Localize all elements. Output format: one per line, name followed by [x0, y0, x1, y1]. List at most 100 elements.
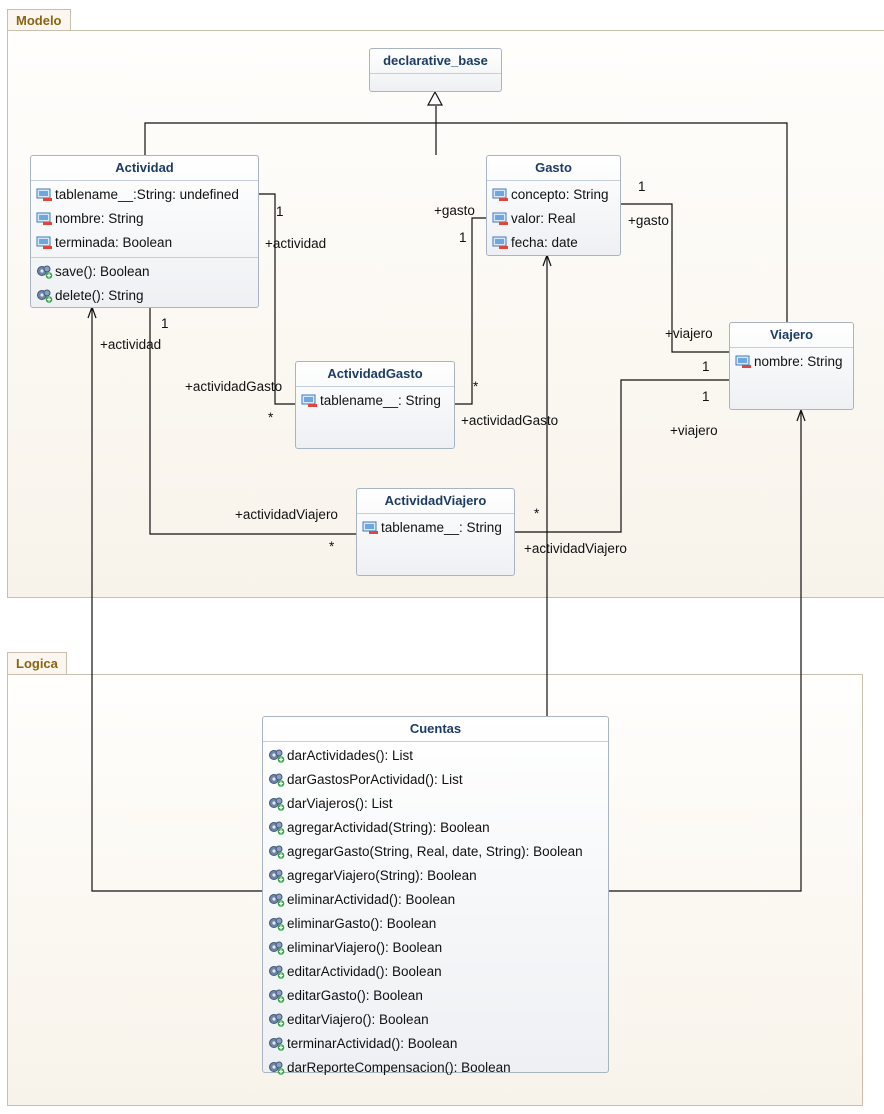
- multiplicity-label: 1: [702, 389, 710, 404]
- role-label: +gasto: [628, 213, 669, 228]
- attribute-section: tablename__:String: undefined nombre: St…: [31, 181, 258, 258]
- attribute-icon: [492, 188, 508, 201]
- attribute-row[interactable]: tablename__: String: [296, 389, 454, 413]
- dependency-cuentas-viajero: [609, 411, 802, 892]
- role-label: +actividad: [265, 236, 327, 251]
- attribute-icon: [36, 188, 52, 201]
- operation-row[interactable]: eliminarActividad(): Boolean: [263, 888, 608, 912]
- operation-gears-icon: [269, 869, 285, 883]
- class-gasto[interactable]: Gasto concepto: String valor: Real fecha…: [486, 155, 621, 256]
- generalization-actividad: [144, 122, 435, 155]
- class-name: Gasto: [487, 156, 620, 181]
- class-name: Cuentas: [263, 717, 608, 742]
- operation-row[interactable]: agregarActividad(String): Boolean: [263, 816, 608, 840]
- attribute-section: nombre: String: [730, 348, 853, 376]
- attribute-row[interactable]: valor: Real: [487, 207, 620, 231]
- class-name: ActividadViajero: [357, 489, 514, 514]
- multiplicity-label: *: [534, 506, 540, 521]
- multiplicity-label: 1: [638, 179, 646, 194]
- attribute-row[interactable]: concepto: String: [487, 183, 620, 207]
- operation-section: darActividades(): List darGastosPorActiv…: [263, 742, 608, 1082]
- operation-row[interactable]: save(): Boolean: [31, 260, 258, 284]
- class-cuentas[interactable]: Cuentas darActividades(): List darGastos…: [262, 716, 609, 1075]
- class-viajero[interactable]: Viajero nombre: String: [729, 322, 854, 410]
- attribute-section: tablename__: String: [296, 387, 454, 415]
- class-name: Actividad: [31, 156, 258, 181]
- multiplicity-label: *: [473, 379, 479, 394]
- package-tab-modelo[interactable]: Modelo: [7, 9, 71, 31]
- assoc-gasto-viajero: [621, 203, 729, 353]
- operation-row[interactable]: eliminarGasto(): Boolean: [263, 912, 608, 936]
- dependency-cuentas-actividad: [91, 308, 262, 892]
- operation-row[interactable]: editarActividad(): Boolean: [263, 960, 608, 984]
- attribute-icon: [492, 212, 508, 225]
- class-name: ActividadGasto: [296, 362, 454, 387]
- operation-row[interactable]: darGastosPorActividad(): List: [263, 768, 608, 792]
- attribute-row[interactable]: tablename__: String: [357, 516, 514, 540]
- role-label: +gasto: [434, 203, 475, 218]
- operation-section: save(): Boolean delete(): String: [31, 258, 258, 310]
- operation-row[interactable]: editarViajero(): Boolean: [263, 1008, 608, 1032]
- attribute-row[interactable]: nombre: String: [730, 350, 853, 374]
- generalization-viajero: [435, 122, 788, 322]
- operation-gears-icon: [269, 965, 285, 979]
- operation-gears-icon: [269, 773, 285, 787]
- assoc-actividad-actividadgasto: [259, 193, 295, 405]
- operation-row[interactable]: delete(): String: [31, 284, 258, 308]
- attribute-icon: [301, 394, 317, 407]
- operation-gears-icon: [269, 989, 285, 1003]
- operation-gears-icon: [269, 941, 285, 955]
- multiplicity-label: 1: [276, 204, 284, 219]
- class-name: declarative_base: [370, 49, 501, 74]
- generalization-arrowhead: [426, 90, 444, 106]
- operation-gears-icon: [269, 917, 285, 931]
- attribute-section: concepto: String valor: Real fecha: date: [487, 181, 620, 257]
- operation-gears-icon: [269, 821, 285, 835]
- operation-gears-icon: [269, 1061, 285, 1075]
- attribute-row[interactable]: fecha: date: [487, 231, 620, 255]
- operation-row[interactable]: agregarGasto(String, Real, date, String)…: [263, 840, 608, 864]
- multiplicity-label: *: [268, 410, 274, 425]
- operation-row[interactable]: darReporteCompensacion(): Boolean: [263, 1056, 608, 1080]
- role-label: +actividad: [100, 337, 162, 352]
- assoc-actividad-actividadviajero: [149, 307, 356, 535]
- assoc-viajero-actividadviajero: [515, 379, 729, 533]
- attribute-row[interactable]: terminada: Boolean: [31, 231, 258, 255]
- arrowhead-viajero: [796, 408, 806, 422]
- multiplicity-label: 1: [459, 230, 467, 245]
- operation-row[interactable]: eliminarViajero(): Boolean: [263, 936, 608, 960]
- package-tab-logica[interactable]: Logica: [7, 652, 67, 674]
- attribute-icon: [36, 236, 52, 249]
- role-label: +actividadViajero: [524, 541, 627, 556]
- role-label: +viajero: [665, 326, 713, 341]
- class-actividad-gasto[interactable]: ActividadGasto tablename__: String: [295, 361, 455, 449]
- operation-row[interactable]: darActividades(): List: [263, 744, 608, 768]
- multiplicity-label: 1: [702, 359, 710, 374]
- operation-gears-icon: [37, 265, 53, 279]
- class-actividad[interactable]: Actividad tablename__:String: undefined …: [30, 155, 259, 308]
- operation-row[interactable]: darViajeros(): List: [263, 792, 608, 816]
- assoc-gasto-actividadgasto: [455, 217, 486, 405]
- operation-row[interactable]: editarGasto(): Boolean: [263, 984, 608, 1008]
- attribute-row[interactable]: nombre: String: [31, 207, 258, 231]
- operation-gears-icon: [269, 749, 285, 763]
- role-label: +actividadViajero: [235, 507, 338, 522]
- attribute-icon: [735, 355, 751, 368]
- operation-row[interactable]: terminarActividad(): Boolean: [263, 1032, 608, 1056]
- operation-row[interactable]: agregarViajero(String): Boolean: [263, 864, 608, 888]
- attribute-icon: [362, 521, 378, 534]
- class-name: Viajero: [730, 323, 853, 348]
- class-actividad-viajero[interactable]: ActividadViajero tablename__: String: [356, 488, 515, 576]
- operation-gears-icon: [37, 289, 53, 303]
- attribute-icon: [36, 212, 52, 225]
- multiplicity-label: 1: [161, 316, 169, 331]
- operation-gears-icon: [269, 845, 285, 859]
- role-label: +actividadGasto: [185, 379, 283, 394]
- attribute-icon: [492, 236, 508, 249]
- attribute-row[interactable]: tablename__:String: undefined: [31, 183, 258, 207]
- operation-gears-icon: [269, 1037, 285, 1051]
- operation-gears-icon: [269, 893, 285, 907]
- class-declarative-base[interactable]: declarative_base: [369, 48, 502, 92]
- multiplicity-label: *: [329, 539, 335, 554]
